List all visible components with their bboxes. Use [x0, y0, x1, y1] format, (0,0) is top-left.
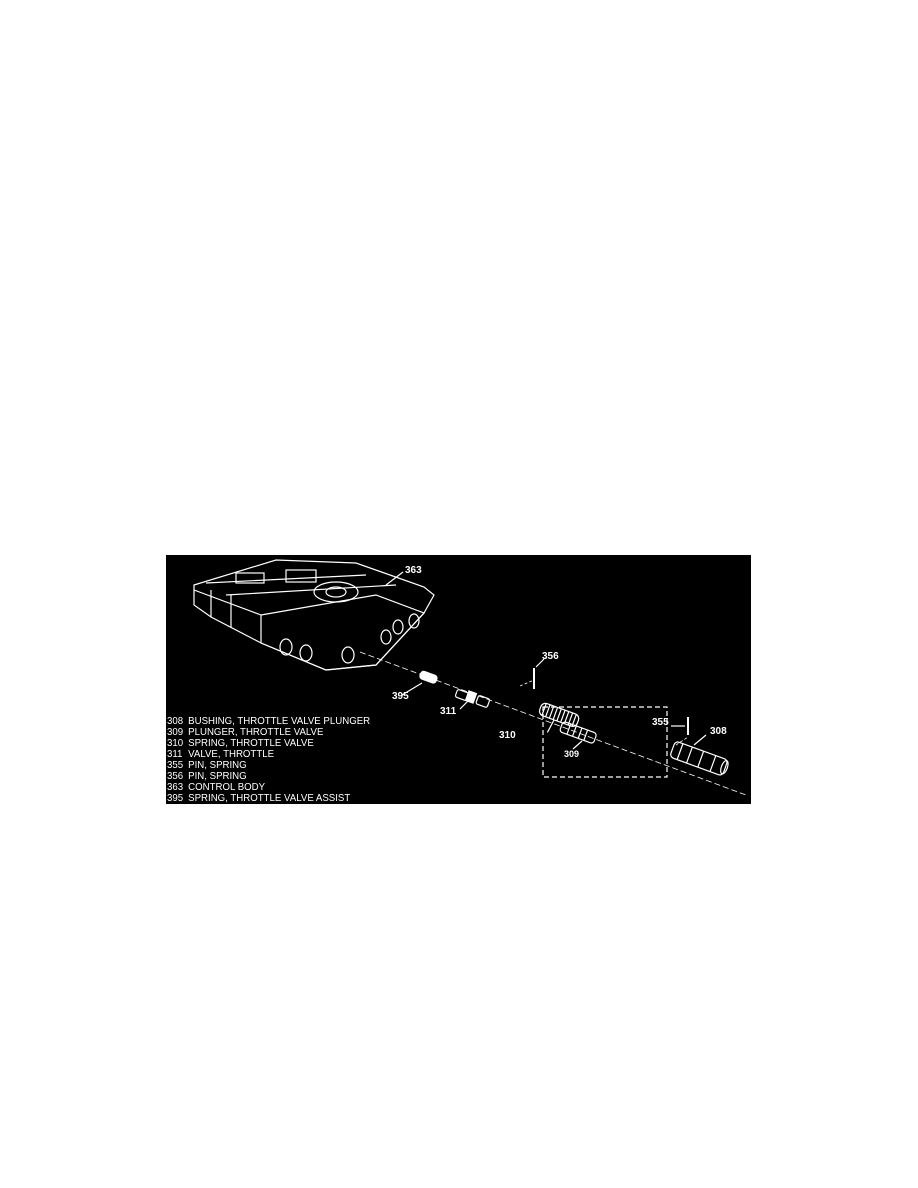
- legend-item: 355 PIN, SPRING: [167, 760, 370, 771]
- parts-legend: 308 BUSHING, THROTTLE VALVE PLUNGER 309 PL…: [167, 716, 388, 804]
- callout-363: 363: [405, 565, 422, 576]
- legend-number: 356: [167, 770, 184, 782]
- spring-pin-355: [671, 717, 689, 746]
- assist-spring-395: [401, 670, 438, 696]
- legend-item: 308 BUSHING, THROTTLE VALVE PLUNGER: [167, 716, 370, 727]
- legend-item: 356 PIN, SPRING: [167, 771, 370, 782]
- control-body-363: [193, 559, 435, 671]
- callout-309: 309: [564, 749, 580, 759]
- legend-item: 309 PLUNGER, THROTTLE VALVE: [167, 727, 370, 738]
- legend-number: 395: [167, 792, 184, 804]
- callout-395: 395: [392, 691, 409, 702]
- legend-text: VALVE, THROTTLE: [188, 748, 275, 760]
- plunger-309: [559, 721, 597, 744]
- leader-line: [385, 571, 404, 586]
- legend-text: SPRING, THROTTLE VALVE: [188, 737, 314, 749]
- callout-356: 356: [542, 651, 559, 662]
- legend-number: 355: [167, 759, 184, 771]
- throttle-valve-spring-310: [538, 702, 580, 733]
- legend-text: BUSHING, THROTTLE VALVE PLUNGER: [188, 715, 371, 727]
- legend-text: PIN, SPRING: [188, 770, 247, 782]
- legend-text: PIN, SPRING: [188, 759, 247, 771]
- legend-number: 308: [167, 715, 184, 727]
- legend-text: CONTROL BODY: [188, 781, 266, 793]
- diagram-artwork: [193, 559, 747, 796]
- spring-pin-356: [519, 658, 545, 689]
- legend-number: 309: [167, 726, 184, 738]
- legend-item: 310 SPRING, THROTTLE VALVE: [167, 738, 370, 749]
- legend-item: 363 CONTROL BODY: [167, 782, 370, 793]
- throttle-valve-311: [454, 689, 491, 710]
- legend-text: PLUNGER, THROTTLE VALVE: [188, 726, 324, 738]
- callout-308: 308: [710, 726, 727, 737]
- bushing-assembly-box: [542, 706, 668, 778]
- legend-number: 310: [167, 737, 184, 749]
- legend-item: 311 VALVE, THROTTLE: [167, 749, 370, 760]
- callout-355: 355: [652, 717, 669, 728]
- legend-item: 395 SPRING, THROTTLE VALVE ASSIST: [167, 793, 370, 804]
- callout-310: 310: [499, 730, 516, 741]
- exploded-parts-diagram: 363 356 395 311 310 355 308 309 308 BUSHI…: [166, 555, 751, 804]
- bushing-308: [670, 741, 729, 776]
- legend-text: SPRING, THROTTLE VALVE ASSIST: [188, 792, 351, 804]
- legend-number: 363: [167, 781, 184, 793]
- callout-311: 311: [440, 706, 457, 717]
- legend-number: 311: [167, 748, 183, 760]
